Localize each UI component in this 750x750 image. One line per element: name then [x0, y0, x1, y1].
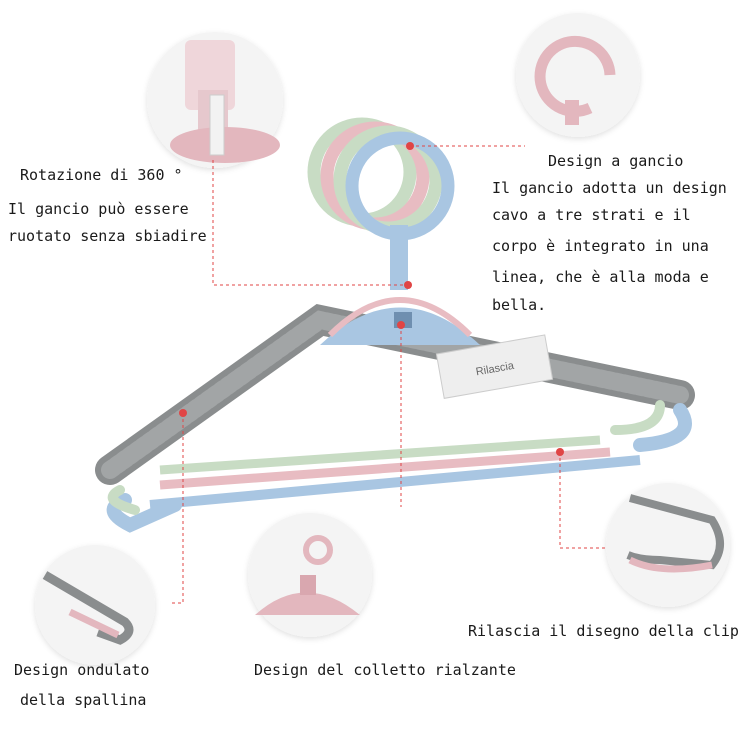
collar-label: Design del colletto rialzante	[254, 661, 516, 679]
detail-hook-circle	[516, 13, 640, 137]
detail-shoulder-circle	[35, 545, 155, 665]
rotation-desc-2: ruotato senza sbiadire	[8, 227, 207, 245]
shoulder-label-2: della spallina	[20, 691, 147, 709]
price-tag: Rilascia	[435, 334, 554, 399]
hook-desc-1: Il gancio adotta un design	[492, 179, 727, 197]
leader-lines	[170, 145, 607, 604]
hook-desc-4: linea, che è alla moda e	[492, 268, 709, 286]
hook-title: Design a gancio	[548, 152, 684, 170]
detail-clip-circle	[606, 483, 730, 607]
detail-collar-circle	[248, 513, 372, 637]
hook-desc-5: bella.	[492, 296, 547, 314]
rotation-desc-1: Il gancio può essere	[8, 200, 189, 218]
detail-rotation-circle	[147, 32, 283, 168]
hook-desc-3: corpo è integrato in una	[492, 237, 709, 255]
hook-desc-2: cavo a tre strati e il	[492, 206, 691, 224]
shoulder-label-1: Design ondulato	[14, 661, 150, 679]
rotation-title: Rotazione di 360 °	[20, 166, 183, 184]
clip-label: Rilascia il disegno della clip	[468, 622, 739, 640]
leader-dots	[179, 142, 564, 456]
